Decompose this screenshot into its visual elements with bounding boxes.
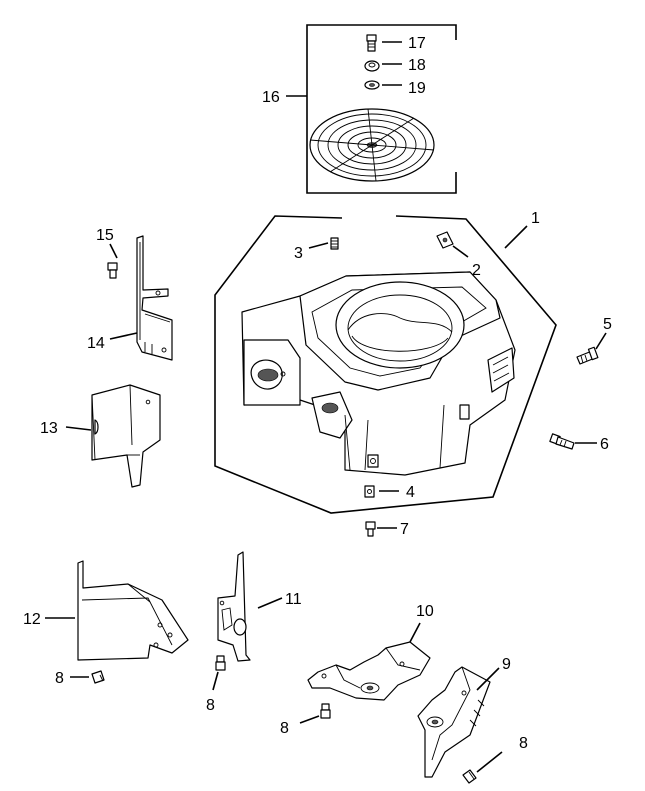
callout-12: 12 bbox=[23, 611, 41, 628]
blower-housing-group bbox=[214, 215, 557, 514]
grille-kit-bracket bbox=[306, 24, 457, 194]
washer-19 bbox=[364, 80, 380, 90]
screw-5 bbox=[576, 346, 599, 365]
screw-6 bbox=[549, 433, 575, 450]
callout-8c: 8 bbox=[280, 720, 289, 737]
callout-10: 10 bbox=[416, 603, 434, 620]
fan-grille bbox=[309, 108, 435, 182]
callout-19: 19 bbox=[408, 80, 426, 97]
clip-4 bbox=[364, 485, 375, 498]
callout-8d: 8 bbox=[519, 735, 528, 752]
callout-15: 15 bbox=[96, 227, 114, 244]
baffle-9 bbox=[417, 666, 491, 778]
baffle-10 bbox=[307, 641, 431, 701]
bolt-8b bbox=[215, 655, 226, 671]
callout-3: 3 bbox=[294, 245, 303, 262]
screw-15 bbox=[107, 262, 118, 279]
callout-13: 13 bbox=[40, 420, 58, 437]
shroud-12 bbox=[77, 560, 189, 661]
callout-4: 4 bbox=[406, 484, 415, 501]
callout-2: 2 bbox=[472, 262, 481, 279]
callout-1: 1 bbox=[531, 210, 540, 227]
screw-8a bbox=[91, 670, 105, 684]
bracket-11 bbox=[217, 551, 251, 662]
callout-9: 9 bbox=[502, 656, 511, 673]
callout-16: 16 bbox=[262, 89, 280, 106]
screw-3 bbox=[330, 237, 339, 250]
callout-18: 18 bbox=[408, 57, 426, 74]
callout-6: 6 bbox=[600, 436, 609, 453]
callout-7: 7 bbox=[400, 521, 409, 538]
callout-8a: 8 bbox=[55, 670, 64, 687]
callout-14: 14 bbox=[87, 335, 105, 352]
screw-17 bbox=[366, 34, 377, 52]
clip-nut-2 bbox=[436, 231, 454, 249]
grille-kit-group bbox=[286, 24, 457, 194]
grommet-18 bbox=[364, 60, 380, 72]
bolt-8c bbox=[320, 703, 331, 719]
shroud-13 bbox=[91, 384, 161, 488]
screw-8d bbox=[462, 769, 477, 784]
callout-11: 11 bbox=[285, 591, 302, 608]
housing-kit-outline bbox=[214, 215, 557, 514]
callout-5: 5 bbox=[603, 316, 612, 333]
callout-17: 17 bbox=[408, 35, 426, 52]
blower-housing bbox=[241, 271, 516, 476]
bolt-7 bbox=[365, 521, 376, 537]
callout-8b: 8 bbox=[206, 697, 215, 714]
bracket-14 bbox=[136, 235, 173, 361]
